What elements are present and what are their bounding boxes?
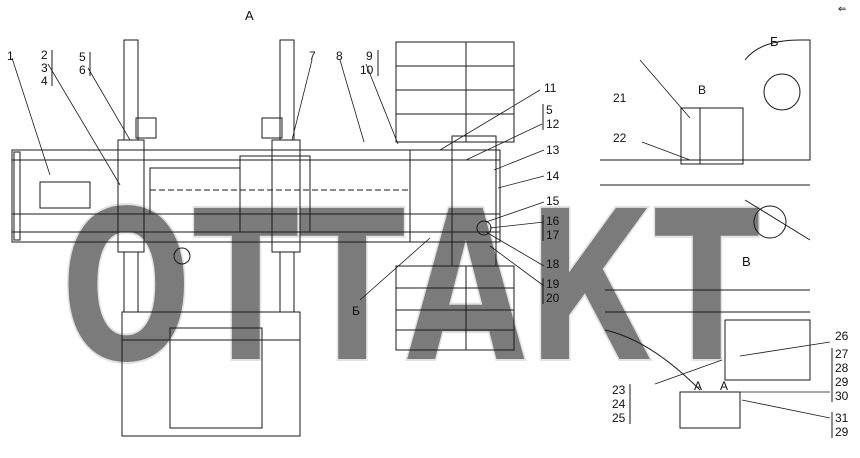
leader-21: [639, 59, 691, 119]
callout-15: 15: [546, 194, 560, 208]
lower-blocks: [395, 265, 515, 351]
mounting-plate-21: [680, 107, 744, 165]
marker-v: В: [698, 83, 706, 97]
callout-4: 4: [41, 74, 48, 88]
bracket-right: [261, 117, 283, 139]
marker-a-2: А: [720, 379, 728, 393]
callout-25: 25: [612, 411, 626, 425]
callout-5: 5: [79, 50, 86, 64]
inner-panel: [149, 167, 241, 215]
leader-5: [87, 67, 131, 141]
section-v-block: [724, 319, 811, 381]
callout-13: 13: [546, 143, 560, 157]
section-b-edge: [744, 199, 811, 241]
leader-26: [739, 341, 831, 357]
callout-31: 31: [835, 411, 849, 425]
callout-11: 11: [544, 81, 557, 95]
leader-9: [365, 63, 399, 145]
callout-19: 19: [546, 277, 560, 291]
front-end-plate: [13, 151, 21, 241]
leader-23: [654, 359, 723, 385]
leader-8: [339, 59, 365, 143]
view-title-a: А: [245, 8, 254, 23]
upright-left: [123, 39, 139, 141]
section-b-lower-hole: [753, 205, 787, 239]
callout-7: 7: [309, 49, 316, 63]
leader-22: [641, 141, 691, 161]
leader-13: [493, 149, 545, 171]
leader-b-section: [359, 237, 431, 301]
hub-circle: [173, 247, 191, 265]
leader-31: [741, 399, 831, 419]
main-view: [11, 39, 515, 437]
callout-29: 29: [835, 375, 849, 389]
leader-14: [497, 175, 545, 189]
view-title-v: В: [742, 254, 751, 269]
leaders-main: [11, 57, 545, 301]
section-v-plate: [679, 391, 741, 429]
section-marker-b: Б: [352, 304, 360, 318]
leader-1: [11, 57, 51, 176]
callout-20: 20: [546, 291, 560, 305]
callout-12: 12: [546, 117, 560, 131]
section-b-view: [600, 39, 811, 241]
callout-23: 23: [612, 383, 626, 397]
view-title-b: Б: [770, 34, 779, 49]
callout-9: 9: [366, 49, 373, 63]
callout-29b: 29: [835, 425, 849, 439]
platform: [121, 311, 301, 437]
section-v-view: [604, 289, 831, 429]
callout-2: 2: [41, 48, 48, 62]
rear-assembly: [409, 149, 501, 243]
callout-21: 21: [613, 91, 627, 105]
bracket-left: [135, 117, 157, 139]
leader-12: [465, 123, 543, 161]
platform-plate: [169, 327, 263, 429]
callout-1: 1: [7, 49, 14, 63]
callout-27: 27: [835, 347, 849, 361]
leader-11: [439, 89, 541, 151]
marker-a-1: А: [694, 379, 702, 393]
callout-17: 17: [546, 228, 560, 242]
callout-24: 24: [612, 397, 626, 411]
callout-18: 18: [546, 257, 560, 271]
section-b-body: [600, 39, 811, 161]
callout-5b: 5: [546, 103, 553, 117]
callout-8: 8: [336, 49, 343, 63]
callout-6: 6: [79, 63, 86, 77]
callout-22: 22: [613, 131, 627, 145]
leader-18: [485, 231, 545, 267]
callout-16: 16: [546, 214, 560, 228]
callout-28: 28: [835, 361, 849, 375]
leader-2: [47, 63, 121, 186]
upper-blocks: [395, 41, 515, 143]
corner-arrow-icon: ⇐: [838, 4, 846, 15]
callout-10: 10: [360, 63, 374, 77]
leader-16: [489, 221, 545, 229]
callout-26: 26: [835, 329, 849, 343]
front-bracket: [39, 181, 91, 209]
callout-3: 3: [41, 61, 48, 75]
callout-14: 14: [546, 169, 560, 183]
upright-right: [279, 39, 295, 141]
leader-7: [291, 59, 313, 141]
section-b-hole: [763, 73, 801, 111]
leader-19: [489, 245, 545, 287]
section-v-curve: [604, 329, 701, 391]
leader-15: [485, 201, 545, 223]
callout-30: 30: [835, 389, 849, 403]
